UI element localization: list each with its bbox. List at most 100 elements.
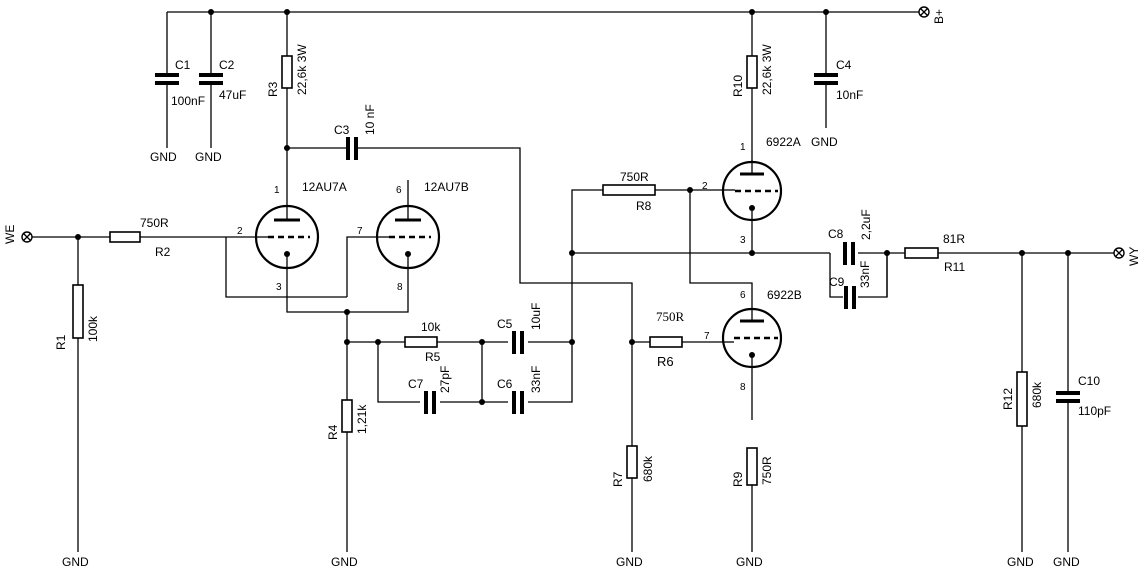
r6-ref: R6 <box>657 354 674 369</box>
bplus-terminal: B+ <box>918 6 946 24</box>
junction-dot <box>749 250 755 256</box>
junction-dot <box>884 250 890 256</box>
c5-value: 10uF <box>529 303 543 330</box>
v2a-pin-cathode: 3 <box>740 235 746 246</box>
resistor-body <box>1016 371 1028 427</box>
resistor-body <box>746 447 758 486</box>
r7-ref: R7 <box>611 471 625 487</box>
r10-value: 22,6k 3W <box>760 44 774 95</box>
resistor-body <box>626 445 638 479</box>
tube-12au7b: 12AU7B 6 7 8 <box>357 180 469 293</box>
junction-dot <box>823 9 829 15</box>
v1b-ref: 12AU7B <box>424 180 469 194</box>
c9-ref: C9 <box>829 275 845 289</box>
resistor-r7: R7 680k <box>611 445 655 487</box>
tube-6922b: 6922B 6 7 8 <box>704 288 802 393</box>
junction-dot <box>479 339 485 345</box>
capacitor-c6: C6 33nF <box>497 366 543 414</box>
v1a-ref: 12AU7A <box>302 180 347 194</box>
resistor-body <box>746 55 758 89</box>
gnd-label: GND <box>811 135 838 149</box>
capacitor-c10: C10 110pF <box>1056 374 1111 418</box>
r12-value: 680k <box>1030 381 1044 408</box>
capacitor-c8: C8 2,2uF <box>828 209 873 265</box>
c2-value: 47uF <box>219 88 246 102</box>
output-terminal: WY <box>1113 247 1141 266</box>
junction-dot <box>569 339 575 345</box>
v1b-pin-grid: 7 <box>357 226 363 237</box>
resistor-body <box>404 336 438 348</box>
gnd-label: GND <box>195 150 222 164</box>
capacitor-c1: C1 100nF <box>155 58 205 108</box>
resistor-r10: R10 22,6k 3W <box>731 44 774 97</box>
resistor-r12: R12 680k <box>1001 371 1044 427</box>
c8-ref: C8 <box>828 227 844 241</box>
resistor-body <box>341 399 353 433</box>
gnd-label: GND <box>331 555 358 569</box>
junction-dot <box>284 9 290 15</box>
r3-ref: R3 <box>266 81 280 97</box>
v2a-pin-grid: 2 <box>702 181 708 192</box>
tube-12au7a: 12AU7A 1 2 3 <box>237 180 347 293</box>
capacitor-c5: C5 10uF <box>497 303 543 354</box>
junction-dot <box>284 145 290 151</box>
capacitor-c3: C3 10 nF <box>334 104 377 160</box>
capacitor-c7: C7 27pF <box>408 366 452 414</box>
r9-ref: R9 <box>731 471 745 487</box>
input-net-label: WE <box>3 225 17 244</box>
c10-ref: C10 <box>1078 374 1100 388</box>
v2b-pin-cathode: 8 <box>740 382 746 393</box>
r8-ref: R8 <box>636 199 652 213</box>
v1b-pin-cathode: 8 <box>397 282 403 293</box>
r5-value: 10k <box>421 320 441 334</box>
resistor-body <box>281 55 293 89</box>
r9-value: 750R <box>760 456 774 485</box>
resistor-r3: R3 22,6k 3W <box>266 44 309 97</box>
r4-ref: R4 <box>326 424 340 440</box>
junction-dot <box>1065 250 1071 256</box>
r10-ref: R10 <box>731 75 745 97</box>
resistor-r11: 81R R11 <box>904 232 965 274</box>
input-terminal: WE <box>3 225 33 244</box>
r5-ref: R5 <box>425 350 441 364</box>
resistor-r8: 750R R8 <box>602 170 656 213</box>
c7-value: 27pF <box>438 366 452 393</box>
wires <box>32 11 1115 550</box>
junction-dots <box>75 9 1071 405</box>
c4-value: 10nF <box>836 88 863 102</box>
c3-value: 10 nF <box>363 104 377 135</box>
r7-value: 680k <box>641 455 655 482</box>
r3-value: 22,6k 3W <box>295 44 309 95</box>
resistor-body <box>109 231 141 243</box>
v2a-pin-anode: 1 <box>740 142 746 153</box>
r6-value: 750R <box>656 309 685 324</box>
c2-ref: C2 <box>219 58 235 72</box>
junction-dot <box>749 9 755 15</box>
resistor-r5: 10k R5 <box>404 320 441 364</box>
c10-value: 110pF <box>1078 404 1111 418</box>
junction-dot <box>344 339 350 345</box>
resistor-r6: 750R R6 <box>649 309 685 369</box>
gnd-label: GND <box>736 555 763 569</box>
resistor-r1: R1 100k <box>54 284 100 350</box>
junction-dot <box>344 309 350 315</box>
r11-value: 81R <box>943 232 965 246</box>
resistor-r2: 750R R2 <box>109 216 171 259</box>
v1a-pin-cathode: 3 <box>276 282 282 293</box>
c9-value: 33nF <box>858 261 872 288</box>
resistor-r9: R9 750R <box>731 447 774 487</box>
c4-ref: C4 <box>836 58 852 72</box>
junction-dot <box>479 399 485 405</box>
gnd-label: GND <box>616 555 643 569</box>
r2-ref: R2 <box>155 245 171 259</box>
junction-dot <box>75 234 81 240</box>
gnd-label: GND <box>150 150 177 164</box>
ground-labels: GND GND GND GND GND GND GND GND GND <box>62 135 1080 569</box>
v2a-ref: 6922A <box>766 135 801 149</box>
resistor-r4: R4 1,21k <box>326 399 369 440</box>
output-net-label: WY <box>1127 247 1141 266</box>
v1a-pin-grid: 2 <box>237 226 243 237</box>
gnd-label: GND <box>1053 555 1080 569</box>
c8-value: 2,2uF <box>859 209 873 240</box>
